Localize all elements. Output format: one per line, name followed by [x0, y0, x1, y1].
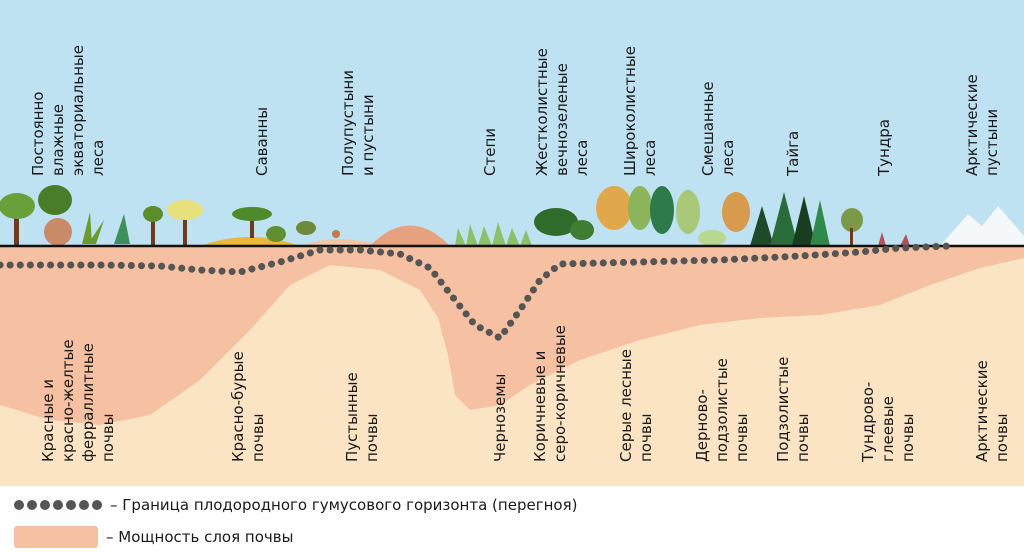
- soil-thickness-layer: [0, 246, 1024, 425]
- small-plant: [114, 214, 130, 244]
- tree-crown: [596, 186, 632, 230]
- tree-crown: [570, 220, 594, 240]
- legend-soil-text: – Мощность слоя почвы: [106, 528, 294, 546]
- tree-crown: [167, 200, 203, 220]
- zone-label: Саванны: [253, 106, 271, 176]
- vegetation-desert: [296, 221, 450, 246]
- legend-dots-icon: [14, 500, 102, 510]
- tree-crown: [722, 192, 750, 232]
- zone-label: Смешанные леса: [699, 81, 737, 176]
- soil-label: Коричневые и серо-коричневые: [531, 325, 569, 462]
- soil-label: Тундрово- глеевые почвы: [859, 381, 917, 462]
- legend-humus-text: – Граница плодородного гумусового горизо…: [110, 496, 578, 514]
- vegetation-broadleaf: [596, 186, 700, 234]
- vegetation-savanna: [200, 207, 300, 246]
- zone-label: Полупустыни и пустыни: [339, 70, 377, 176]
- tree-crown: [650, 186, 674, 234]
- legend-item-soil: – Мощность слоя почвы: [14, 522, 293, 552]
- arctic-ice: [940, 206, 1024, 246]
- vegetation-equatorial: [0, 185, 203, 246]
- spruce: [770, 192, 798, 246]
- soil-label: Дерново- подзолистые почвы: [693, 358, 751, 462]
- diagram-canvas: [0, 0, 1024, 486]
- vegetation-mixed: [698, 192, 750, 246]
- fern-plant: [82, 212, 104, 244]
- palm-trunk-base: [44, 218, 72, 246]
- desert-ground: [300, 239, 380, 246]
- tundra-shrub: [878, 232, 910, 246]
- humus-boundary-line: [0, 242, 954, 343]
- soil-label: Серые лесные почвы: [617, 348, 655, 462]
- acacia-crown: [232, 207, 272, 221]
- acacia-trunk: [250, 218, 254, 238]
- tree-crown: [143, 206, 163, 222]
- steppe-grass: [455, 222, 532, 246]
- soil-label: Подзолистые почвы: [774, 356, 812, 462]
- zone-label: Жестколистные вечнозеленые леса: [533, 48, 591, 176]
- zone-label: Широколистные леса: [621, 46, 659, 176]
- vegetation-taiga: [750, 192, 830, 246]
- tree-crown: [0, 193, 35, 219]
- zone-label: Тайга: [784, 130, 802, 176]
- spruce: [810, 200, 830, 246]
- tree-crown: [628, 186, 652, 230]
- soil-label: Черноземы: [491, 373, 509, 462]
- tree-crown: [676, 190, 700, 234]
- spruce: [792, 196, 816, 246]
- tree-trunk: [183, 218, 187, 246]
- zone-label: Арктические пустыни: [963, 74, 1001, 176]
- tree-trunk: [151, 220, 155, 246]
- bush: [266, 226, 286, 242]
- cactus: [332, 230, 340, 238]
- vegetation-tundra: [841, 208, 910, 246]
- dwarf-trunk: [850, 228, 853, 246]
- tree-trunk: [14, 214, 19, 246]
- zone-label: Тундра: [875, 119, 893, 176]
- dwarf-tree: [841, 208, 863, 232]
- soil-label: Красно-бурые почвы: [229, 351, 267, 462]
- zone-label: Постоянно влажные экваториальные леса: [29, 44, 107, 176]
- soil-label: Красные и красно-желтые ферраллитные поч…: [39, 339, 117, 462]
- legend-soil-swatch: [14, 526, 98, 548]
- tree-crown: [534, 208, 578, 236]
- soil-label: Арктические почвы: [973, 360, 1011, 462]
- vegetation-hardleaf: [534, 208, 594, 240]
- zone-label: Степи: [481, 128, 499, 176]
- soil-label: Пустынные почвы: [343, 372, 381, 462]
- bush: [698, 230, 726, 246]
- legend: – Граница плодородного гумусового горизо…: [0, 486, 1024, 554]
- desert-shrub: [296, 221, 316, 235]
- legend-item-humus: – Граница плодородного гумусового горизо…: [14, 490, 577, 520]
- spruce: [750, 206, 774, 246]
- tree-crown: [38, 185, 72, 215]
- sand-dune: [370, 225, 450, 246]
